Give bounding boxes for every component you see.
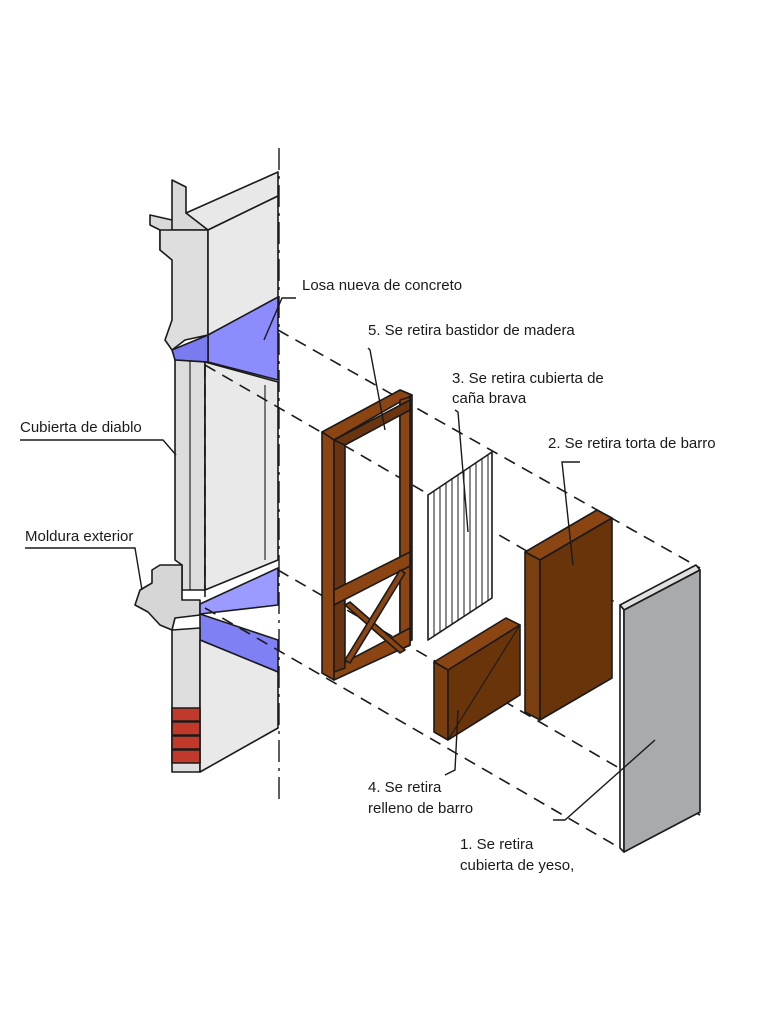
label-step4-line1: 4. Se retira (368, 779, 442, 796)
wood-frame (321, 389, 413, 681)
label-step1-line2: cubierta de yeso, (460, 857, 574, 874)
exterior-molding (134, 564, 201, 631)
leader-step4 (444, 709, 459, 776)
label-slab: Losa nueva de concreto (302, 277, 462, 294)
label-devil-cover: Cubierta de diablo (20, 419, 142, 436)
leader-step2 (561, 461, 580, 566)
label-step1-line1: 1. Se retira (460, 836, 534, 853)
mud-fill-diagonal (447, 624, 521, 741)
label-step2: 2. Se retira torta de barro (548, 435, 716, 452)
leader-molding (25, 547, 143, 591)
mud-cake-side (539, 517, 613, 721)
brick (171, 749, 201, 764)
cane-panel (427, 451, 493, 641)
plaster-panel (619, 564, 701, 853)
brick (171, 721, 201, 736)
mud-cake-front (524, 551, 541, 721)
label-exterior-molding: Moldura exterior (25, 528, 133, 545)
mud-cake-block (524, 509, 613, 721)
frame-back-post-front (399, 396, 411, 651)
frame-brace (344, 601, 406, 654)
leader-step3 (454, 409, 469, 533)
mud-fill-front (433, 661, 449, 741)
mud-fill-block (433, 617, 521, 741)
brick (171, 735, 201, 750)
label-step4-line2: relleno de barro (368, 800, 473, 817)
leader-lines (20, 297, 656, 821)
plaster-panel-side (623, 569, 701, 853)
label-step3-line1: 3. Se retira cubierta de (452, 370, 604, 387)
upper-wall-front (159, 229, 209, 351)
label-step5: 5. Se retira bastidor de madera (368, 322, 575, 339)
leader-slab (263, 297, 296, 341)
frame-inner-top (333, 399, 411, 446)
frame-front-post (321, 431, 335, 681)
wall-section (134, 171, 279, 773)
frame-mid-rail (333, 551, 411, 606)
leader-step1 (553, 739, 656, 821)
leader-devil-cover (20, 439, 177, 456)
lower-slab-top (199, 567, 279, 615)
leader-step5 (367, 347, 386, 431)
brick-stack (171, 707, 201, 764)
cane-strips (433, 455, 489, 636)
projection-line (277, 329, 701, 569)
frame-brace (344, 569, 406, 664)
frame-inner-left (333, 439, 346, 673)
mid-wall-side (204, 361, 279, 591)
label-step3-line2: caña brava (452, 390, 527, 407)
brick (171, 707, 201, 722)
